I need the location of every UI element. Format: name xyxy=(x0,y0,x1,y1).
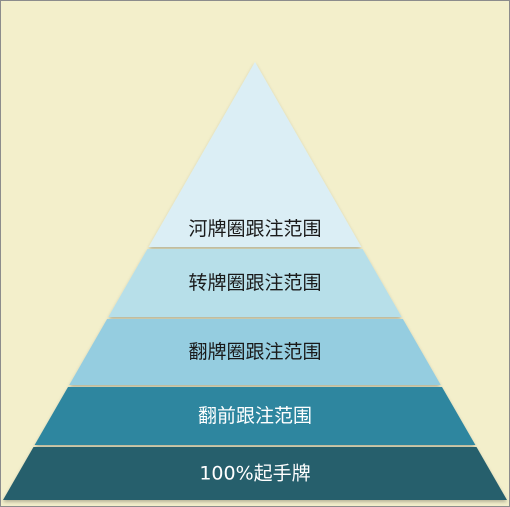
pyramid-level-5-label: 100%起手牌 xyxy=(199,463,310,485)
pyramid-level-2-label: 转牌圈跟注范围 xyxy=(188,272,321,294)
pyramid-level-1: 河牌圈跟注范围 xyxy=(148,62,362,247)
pyramid-level-4-shape xyxy=(34,387,476,445)
pyramid-level-1-shape xyxy=(148,62,362,247)
pyramid-level-3: 翻牌圈跟注范围 xyxy=(69,319,441,385)
pyramid-level-3-shape xyxy=(69,319,441,385)
pyramid-level-1-label: 河牌圈跟注范围 xyxy=(188,218,321,240)
pyramid-level-5: 100%起手牌 xyxy=(3,447,507,500)
pyramid-level-3-label: 翻牌圈跟注范围 xyxy=(188,341,321,363)
pyramid-level-2: 转牌圈跟注范围 xyxy=(108,249,402,317)
pyramid-level-5-shape xyxy=(3,447,507,500)
pyramid-level-2-shape xyxy=(108,249,402,317)
pyramid-level-4: 翻前跟注范围 xyxy=(34,387,476,445)
pyramid-level-4-label: 翻前跟注范围 xyxy=(198,405,312,427)
